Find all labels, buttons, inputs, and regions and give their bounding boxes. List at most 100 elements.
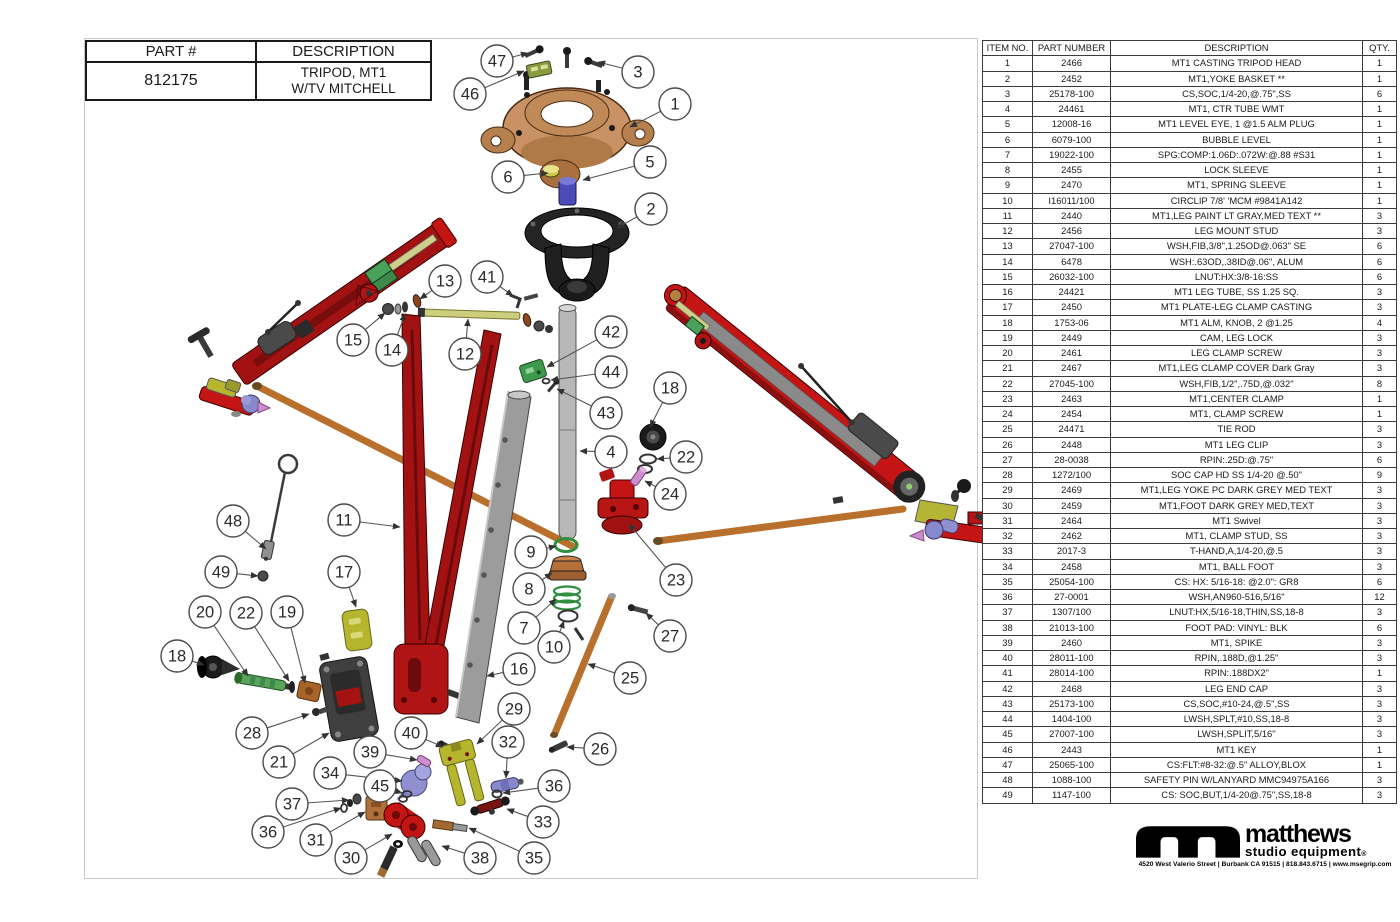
spike-screw [432, 819, 468, 833]
svg-text:22: 22 [237, 605, 255, 623]
table-cell: WSH:.63OD,.38ID@.06", ALUM [1110, 253, 1363, 270]
table-cell: 1307/100 [1032, 604, 1111, 621]
callout-3: 3 [597, 55, 655, 89]
table-cell: 2452 [1032, 70, 1111, 87]
table-cell: 35 [982, 573, 1033, 591]
table-cell: 1 [1362, 131, 1397, 148]
table-cell: 28011-100 [1032, 649, 1111, 667]
svg-text:19: 19 [278, 604, 296, 622]
table-cell: 3 [1362, 299, 1397, 316]
svg-text:38: 38 [471, 850, 489, 868]
svg-text:22: 22 [677, 449, 695, 467]
table-cell: MT1 Swivel [1110, 512, 1363, 530]
table-cell: T-HAND,A,1/4-20,@.5 [1110, 543, 1363, 560]
table-cell: 6 [1362, 619, 1397, 636]
table-cell: 2449 [1032, 329, 1111, 347]
table-cell: 42 [982, 680, 1033, 697]
table-cell: LNUT:HX,5/16-18,THIN,SS,18-8 [1110, 604, 1363, 621]
clamp-stud [490, 777, 524, 793]
table-cell: MT1 KEY [1110, 741, 1363, 758]
table-cell: 26 [982, 436, 1033, 453]
table-cell: 6079-100 [1032, 131, 1111, 148]
clamp-knob-cluster [630, 423, 667, 486]
table-cell: 30 [982, 497, 1033, 514]
left-leg-assembly [187, 217, 457, 417]
table-cell: 18 [982, 314, 1033, 331]
table-cell: 48 [982, 771, 1033, 789]
table-cell: 2463 [1032, 390, 1111, 408]
table-cell: MT1,LEG PAINT LT GRAY,MED TEXT ** [1110, 207, 1363, 225]
table-cell: 3 [1362, 344, 1397, 362]
table-cell: 1 [1362, 100, 1397, 118]
logo-block: matthews studio equipment® 4520 West Val… [1136, 822, 1394, 868]
table-cell: 3 [1362, 497, 1397, 514]
table-cell: 3 [1362, 329, 1397, 347]
svg-text:42: 42 [602, 324, 620, 342]
table-cell: 1 [1362, 116, 1397, 133]
hex-screw [376, 845, 398, 878]
table-cell: 3 [1362, 527, 1397, 545]
svg-text:2: 2 [646, 201, 655, 219]
svg-text:8: 8 [524, 581, 533, 599]
svg-text:36: 36 [259, 824, 277, 842]
table-cell: 2458 [1032, 558, 1111, 575]
table-cell: 1147-100 [1032, 787, 1111, 804]
table-cell: 44 [982, 710, 1033, 728]
table-cell: 6 [1362, 451, 1397, 469]
clamp-screw-pink [630, 466, 647, 486]
table-cell: 6 [1362, 268, 1397, 286]
svg-text:25: 25 [621, 670, 639, 688]
callout-48: 48 [216, 504, 267, 550]
callout-15: 15 [336, 312, 386, 357]
table-cell: MT1, CTR TUBE WMT [1110, 100, 1363, 118]
svg-text:40: 40 [402, 725, 420, 743]
table-cell: 34 [982, 558, 1033, 575]
callout-40: 40 [394, 716, 444, 750]
callout-9: 9 [514, 535, 557, 569]
svg-text:10: 10 [545, 639, 563, 657]
table-cell: MT1,LEG CLAMP COVER Dark Gray [1110, 360, 1363, 377]
callout-10: 10 [537, 620, 571, 664]
table-cell: MT1,FOOT DARK GREY MED,TEXT [1110, 497, 1363, 514]
callout-4: 4 [579, 435, 628, 469]
callout-47: 47 [480, 44, 529, 78]
table-cell: 15 [982, 268, 1033, 286]
table-cell: WSH,AN960-516,5/16" [1110, 588, 1363, 606]
table-cell: 2 [982, 70, 1033, 87]
description-header: DESCRIPTION [257, 42, 430, 63]
table-cell: 4 [982, 100, 1033, 118]
table-cell: LOCK SLEEVE [1110, 161, 1363, 179]
leg-clip [548, 740, 568, 753]
table-cell: 3 [1362, 421, 1397, 438]
callout-25: 25 [587, 661, 647, 695]
table-cell: I16011/100 [1032, 192, 1111, 209]
svg-text:46: 46 [461, 86, 479, 104]
callout-45: 45 [363, 769, 403, 803]
table-cell: 13 [982, 238, 1033, 255]
callout-36: 36 [251, 807, 342, 849]
callout-18: 18 [649, 371, 687, 428]
table-cell: LEG MOUNT STUD [1110, 222, 1363, 240]
svg-text:27: 27 [661, 628, 679, 646]
brand-subtitle-text: studio equipment [1245, 843, 1362, 859]
table-cell: 21013-100 [1032, 619, 1111, 636]
table-cell: TIE ROD [1110, 421, 1363, 438]
mt1-foot [383, 801, 426, 840]
t-handle [470, 796, 510, 816]
